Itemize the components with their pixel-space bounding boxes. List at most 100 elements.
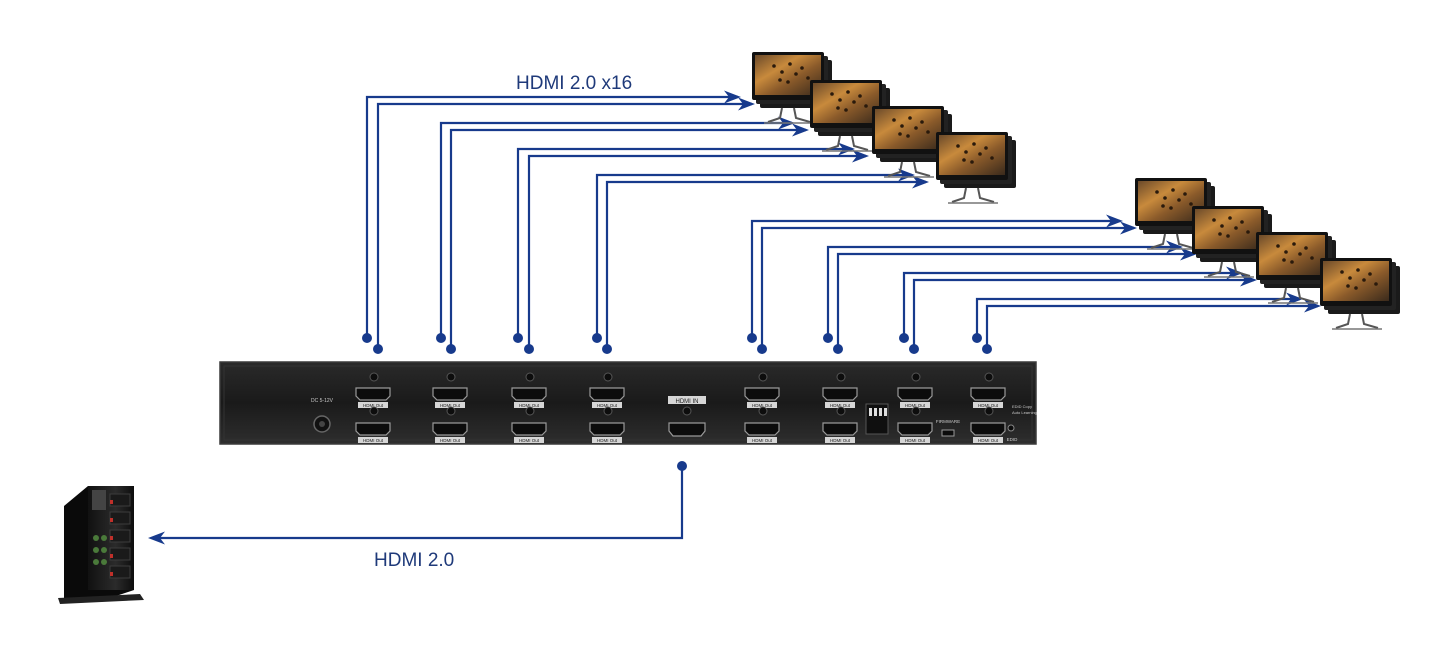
screen-detail — [864, 104, 868, 108]
monitor-stand — [1335, 313, 1379, 329]
screen-detail — [908, 116, 912, 120]
screen-detail — [1276, 244, 1280, 248]
cable-endpoint-dot — [446, 344, 456, 354]
cable-endpoint-dot — [592, 333, 602, 343]
led-indicator — [758, 372, 768, 382]
led-indicator — [911, 372, 921, 382]
screen-detail — [1240, 220, 1244, 224]
output-cables — [362, 90, 1321, 354]
monitor-stand — [1207, 261, 1251, 277]
dip-toggle — [874, 408, 877, 416]
screen-detail — [900, 124, 904, 128]
arrow-head-icon — [838, 142, 855, 156]
server-port — [93, 535, 99, 541]
output-cable — [750, 219, 1120, 338]
input-cable-label: HDMI 2.0 — [374, 550, 455, 571]
output-cable — [516, 147, 852, 338]
cable-endpoint-dot — [972, 333, 982, 343]
hdmi-socket — [511, 422, 547, 436]
arrow-head-icon — [1120, 221, 1137, 235]
screen-detail — [1368, 272, 1372, 276]
screen-detail — [1155, 190, 1159, 194]
port-label: HDMI Out — [363, 438, 384, 443]
screen-detail — [1290, 260, 1294, 264]
cable-endpoint-dot — [833, 344, 843, 354]
led-indicator — [446, 372, 456, 382]
drive-led — [110, 518, 113, 522]
port-label: HDMI Out — [519, 438, 540, 443]
cable-endpoint-dot — [757, 344, 767, 354]
drive-led — [110, 554, 113, 558]
screen-detail — [858, 94, 862, 98]
screen-detail — [1356, 268, 1360, 272]
arrow-head-icon — [1166, 240, 1183, 254]
screen-detail — [920, 120, 924, 124]
hdmi-socket — [744, 387, 780, 401]
screen-detail — [788, 62, 792, 66]
arrow-head-icon — [852, 149, 869, 163]
hdmi-socket — [744, 422, 780, 436]
output-cable — [985, 304, 1318, 349]
screen-detail — [1161, 204, 1165, 208]
screen-detail — [778, 78, 782, 82]
hdmi-socket — [897, 387, 933, 401]
screen-detail — [1310, 256, 1314, 260]
arrow-head-icon — [148, 531, 165, 545]
output-cable — [527, 154, 866, 349]
screen-detail — [772, 64, 776, 68]
led-indicator — [369, 372, 379, 382]
led-indicator — [682, 406, 692, 416]
hdmi-socket — [355, 387, 391, 401]
input-cable — [148, 461, 687, 545]
screen-detail — [1374, 282, 1378, 286]
screen-detail — [1212, 218, 1216, 222]
port-label: HDMI IN — [676, 399, 699, 405]
port-label: HDMI Out — [978, 438, 999, 443]
screen-detail — [1304, 246, 1308, 250]
screen-detail — [1292, 242, 1296, 246]
port-label: HDMI Out — [905, 438, 926, 443]
port-label-plate — [747, 437, 777, 443]
monitor-stand — [1150, 233, 1194, 249]
server-port — [93, 559, 99, 565]
port-label-plate — [973, 402, 1003, 408]
cable-endpoint-dot — [823, 333, 833, 343]
cable-endpoint-dot — [373, 344, 383, 354]
monitor-icon — [872, 106, 952, 178]
port-label: HDMI Out — [905, 403, 926, 408]
cable-endpoint-dot — [513, 333, 523, 343]
hdmi-socket — [970, 387, 1006, 401]
output-cable — [365, 95, 738, 338]
monitor-stand — [767, 107, 811, 123]
cable-endpoint-dot — [982, 344, 992, 354]
port-label-plate — [747, 402, 777, 408]
server-port — [93, 547, 99, 553]
hdmi-out-port: HDMI Out — [897, 422, 933, 443]
screen-detail — [978, 152, 982, 156]
led-indicator — [603, 406, 613, 416]
led-indicator — [984, 406, 994, 416]
screen-detail — [1169, 206, 1173, 210]
screen-detail — [830, 92, 834, 96]
cable-endpoint-dot — [747, 333, 757, 343]
hdmi-out-port: HDMI Out — [355, 387, 391, 408]
screen-detail — [794, 72, 798, 76]
led-indicator — [758, 406, 768, 416]
screen-detail — [800, 66, 804, 70]
output-cable — [836, 252, 1194, 349]
screen-detail — [990, 156, 994, 160]
led-indicator — [836, 406, 846, 416]
server-panel — [92, 490, 106, 510]
hdmi-out-port: HDMI Out — [970, 387, 1006, 408]
port-label: HDMI Out — [752, 438, 773, 443]
screen-detail — [1183, 192, 1187, 196]
device-bezel — [223, 365, 1033, 441]
led-indicator — [984, 372, 994, 382]
screen-detail — [906, 134, 910, 138]
firmware-port: FIRMWARE — [936, 419, 960, 437]
dip-toggle — [869, 408, 872, 416]
hdmi-socket — [432, 422, 468, 436]
dip-switch-panel — [865, 403, 889, 435]
screen-detail — [836, 106, 840, 110]
